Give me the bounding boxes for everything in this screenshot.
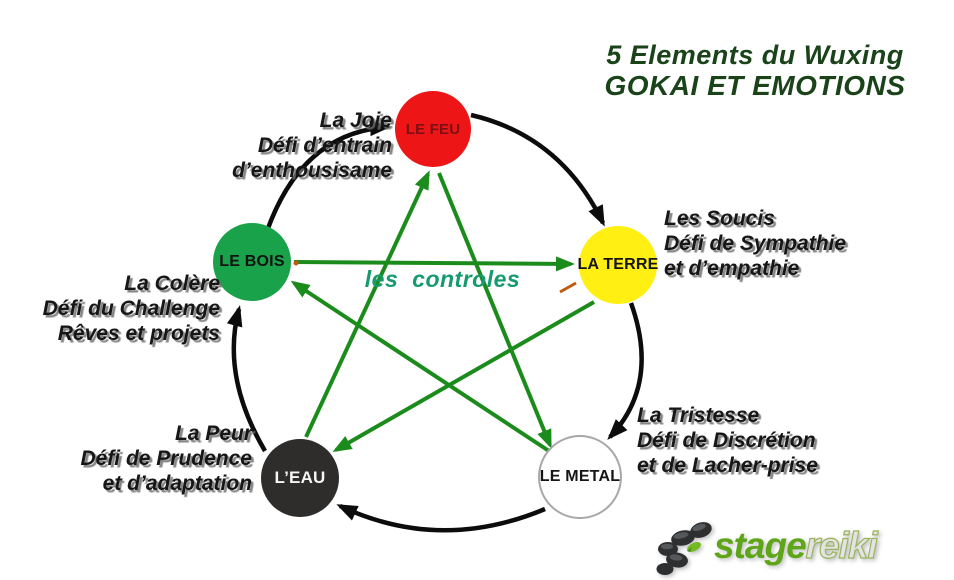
arrow-terre-to-eau [332,300,595,452]
emotion-bois-line3: Rêves et projets [57,322,220,345]
element-label-bois: LE BOIS [219,253,285,270]
emotion-eau-line1: La Peur [174,422,252,445]
emotion-metal-line1: La Tristesse [637,404,760,427]
element-label-terre: LA TERRE [577,256,659,273]
element-circle-feu: LE FEU [395,91,471,167]
arrow-bois-to-terre [293,256,575,272]
emotion-metal-line3: et de Lacher-prise [637,454,818,477]
logo-stage-text: stage [714,525,807,566]
emotion-terre-line2: Défi de Sympathie [664,232,847,255]
title-line2: GOKAI ET EMOTIONS [604,70,906,101]
emotion-metal-line2: Défi de Discrétion [637,429,816,452]
arrow-eau-to-bois [226,305,267,453]
arrow-feu-to-terre [470,112,606,227]
element-label-metal: LE METAL [539,468,621,485]
arrow-feu-to-metal [437,172,552,449]
emotion-eau-line2: Défi de Prudence [80,447,252,470]
emotion-eau-line3: et d’adaptation [102,472,252,495]
control-cycle-label: les controles [364,266,521,292]
emotion-terre-line1: Les Soucis [664,207,775,230]
emotion-feu-line2: Défi d’entrain [257,134,392,157]
arrow-metal-to-bois [290,280,551,453]
element-circle-metal: LE METAL [538,435,622,519]
emotion-terre-line3: et d’empathie [664,257,800,280]
element-circle-terre: LA TERRE [577,226,659,304]
element-circle-bois: LE BOIS [213,223,291,301]
emotion-feu-line3: d’enthousisame [232,159,392,182]
diagram-title: 5 Elements du Wuxing GOKAI ET EMOTIONS [555,40,954,101]
emotion-block-bois: La Colère Défi du Challenge Rêves et pro… [0,271,220,346]
emotion-bois-line1: La Colère [124,272,220,295]
emotion-feu-line1: La Joie [319,109,392,132]
emotion-block-feu: La Joie Défi d’entrain d’enthousisame [100,108,392,183]
emotion-bois-line2: Défi du Challenge [42,297,220,320]
orange-artifact-terre [559,281,577,294]
element-label-feu: LE FEU [405,120,461,138]
element-circle-eau: L’EAU [261,439,339,517]
arrow-bois-to-feu [264,120,391,232]
leaf-icon [687,542,701,552]
emotion-block-terre: Les Soucis Défi de Sympathie et d’empath… [664,206,954,281]
emotion-block-eau: La Peur Défi de Prudence et d’adaptation [20,421,252,496]
element-label-eau: L’EAU [274,468,326,487]
emotion-block-metal: La Tristesse Défi de Discrétion et de La… [637,403,952,478]
arrow-metal-to-eau [336,503,546,533]
title-line1: 5 Elements du Wuxing [606,40,904,70]
arrow-eau-to-feu [304,170,430,438]
orange-artifact-bois [293,260,299,266]
arrow-terre-to-metal [607,302,644,440]
logo-reiki-text: reiki [805,524,878,566]
pebbles-icon [656,522,712,575]
